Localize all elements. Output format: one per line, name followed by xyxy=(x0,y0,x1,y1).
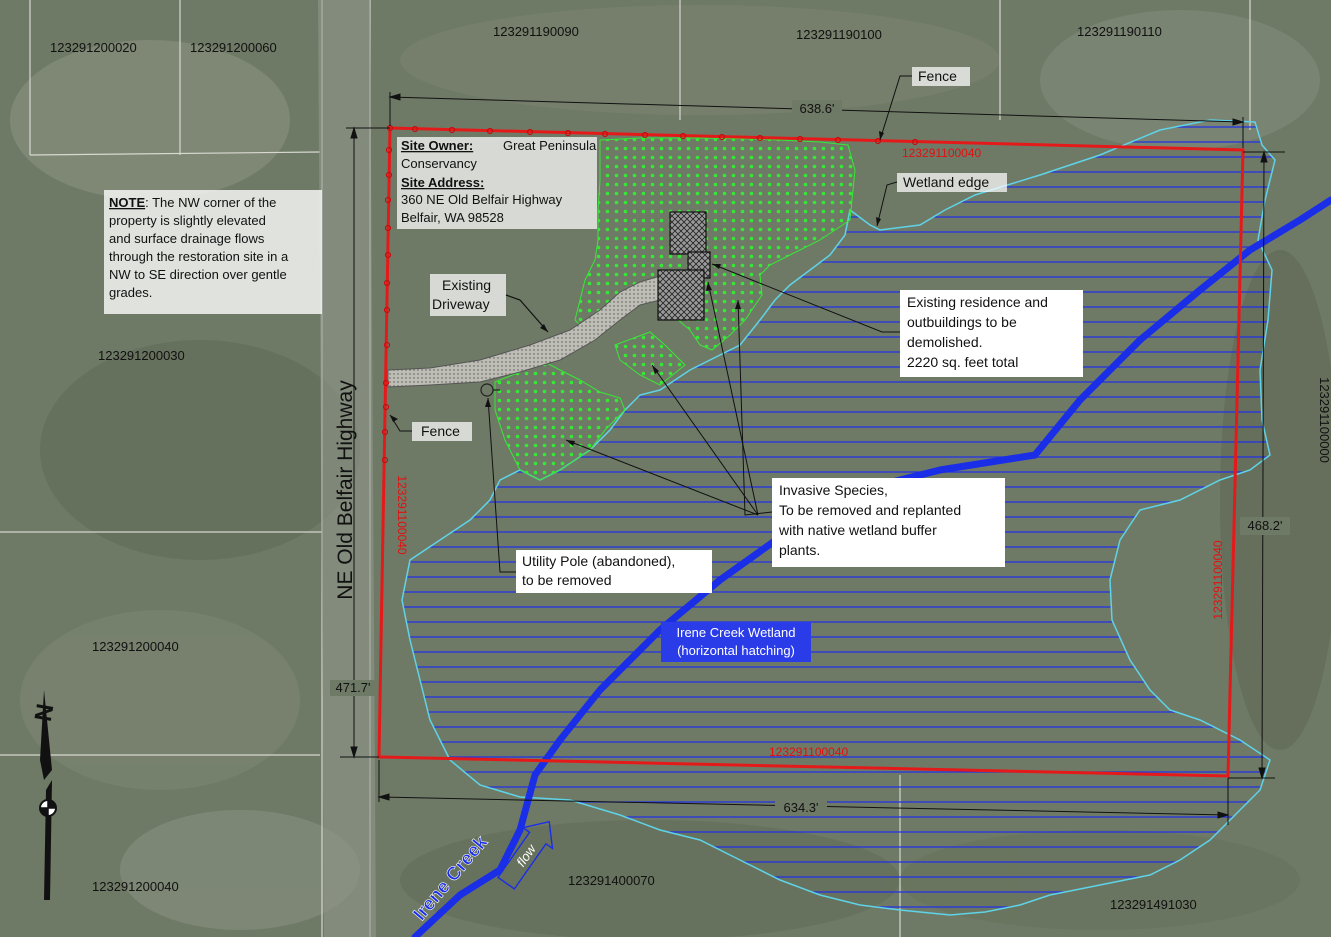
dimension-lines xyxy=(340,92,1285,825)
driveway-label: Existing xyxy=(442,277,491,293)
fence-top-callout: Fence xyxy=(879,67,970,141)
parcel-number: 123291190090 xyxy=(493,24,579,39)
north-letter: N xyxy=(30,702,60,724)
parcel-number: 123291100000 xyxy=(1317,377,1331,463)
site-address-line: Belfair, WA 98528 xyxy=(401,210,504,225)
driveway-label: Driveway xyxy=(432,296,490,312)
dim-right: 468.2' xyxy=(1247,518,1282,533)
note-line: grades. xyxy=(109,285,152,300)
parcel-number: 123291200040 xyxy=(92,879,179,894)
property-boundary xyxy=(377,126,1245,778)
parcel-number: 123291200040 xyxy=(92,639,179,654)
note-label: NOTE xyxy=(109,195,145,210)
invasive-callout: Invasive Species, To be removed and repl… xyxy=(565,281,1005,567)
parcel-number: 123291200030 xyxy=(98,348,185,363)
fence-left-label: Fence xyxy=(421,423,460,439)
wetland-edge-callout: Wetland edge xyxy=(876,173,1007,227)
wetland-line: (horizontal hatching) xyxy=(677,643,795,658)
road-name: NE Old Belfair Highway xyxy=(334,380,357,600)
parcel-number: 123291200060 xyxy=(190,40,277,55)
site-address-line: 360 NE Old Belfair Highway xyxy=(401,192,563,207)
site-parcel-label: 123291100040 xyxy=(769,745,849,759)
wetland-callout: Irene Creek Wetland (horizontal hatching… xyxy=(661,622,811,662)
parcel-number: 123291200020 xyxy=(50,40,137,55)
residence-line: Existing residence and xyxy=(907,294,1048,310)
site-info-block: Site Owner: Great Peninsula Conservancy … xyxy=(397,137,597,229)
north-arrow-icon: N xyxy=(30,690,60,900)
utility-callout: Utility Pole (abandoned), to be removed xyxy=(485,397,712,593)
site-parcel-label: 123291100040 xyxy=(1211,540,1225,620)
residence-callout: Existing residence and outbuildings to b… xyxy=(711,263,1083,377)
invasive-area-south xyxy=(494,361,626,481)
highway-road xyxy=(318,0,376,937)
note-line: and surface drainage flows xyxy=(109,231,265,246)
utility-line: to be removed xyxy=(522,572,612,588)
site-owner-value: Conservancy xyxy=(401,156,477,171)
dim-top: 638.6' xyxy=(799,101,834,116)
svg-text:NOTE: The NW corner of the: NOTE: The NW corner of the xyxy=(109,195,276,210)
fence-posts xyxy=(381,124,919,464)
note-line: NW to SE direction over gentle xyxy=(109,267,287,282)
invasive-area-small xyxy=(614,331,686,386)
site-address-label: Site Address: xyxy=(401,175,484,190)
invasive-line: with native wetland buffer xyxy=(778,522,937,538)
note-line: : The NW corner of the xyxy=(145,195,276,210)
parcel-number: 123291190100 xyxy=(796,27,882,42)
residence-line: demolished. xyxy=(907,334,983,350)
site-owner-value: Great Peninsula xyxy=(503,138,597,153)
site-parcel-label: 123291100040 xyxy=(395,475,409,555)
invasive-line: Invasive Species, xyxy=(779,482,888,498)
site-parcel-label: 123291100040 xyxy=(902,146,982,160)
parcel-number: 123291400070 xyxy=(568,873,655,888)
note-line: property is slightly elevated xyxy=(109,213,266,228)
note-line: through the restoration site in a xyxy=(109,249,289,264)
fence-top-label: Fence xyxy=(918,68,957,84)
utility-pole xyxy=(480,383,500,397)
note-block: NOTE: The NW corner of the property is s… xyxy=(104,190,322,314)
wetland-line: Irene Creek Wetland xyxy=(677,625,796,640)
dim-bottom: 634.3' xyxy=(783,800,818,815)
parcel-number: 123291491030 xyxy=(1110,897,1197,912)
dim-left: 471.7' xyxy=(335,680,370,695)
residence-line: outbuildings to be xyxy=(907,314,1017,330)
residence-line: 2220 sq. feet total xyxy=(907,354,1018,370)
utility-line: Utility Pole (abandoned), xyxy=(522,553,675,569)
wetland-edge-label: Wetland edge xyxy=(903,174,989,190)
invasive-line: plants. xyxy=(779,542,820,558)
driveway-callout: Existing Driveway xyxy=(430,274,549,333)
site-owner-label: Site Owner: xyxy=(401,138,473,153)
fence-left-callout: Fence xyxy=(389,414,472,441)
parcel-number: 123291190110 xyxy=(1077,24,1162,39)
invasive-line: To be removed and replanted xyxy=(779,502,961,518)
existing-buildings xyxy=(657,211,711,321)
